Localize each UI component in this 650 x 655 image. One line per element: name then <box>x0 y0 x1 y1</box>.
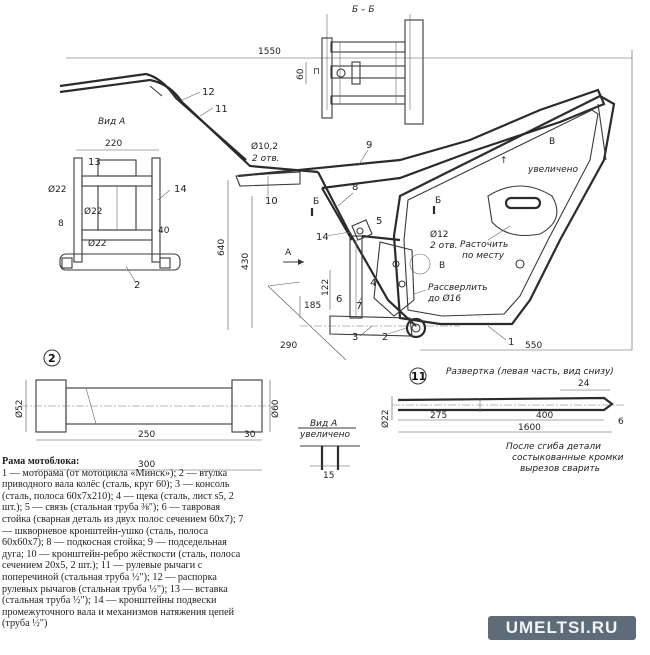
detail-b-title: В <box>549 137 555 147</box>
dim-275: 275 <box>430 411 447 421</box>
detail-b-mark: В <box>439 261 445 271</box>
dim-430: 430 <box>241 253 251 270</box>
dim-d22-dev: Ø22 <box>380 409 391 428</box>
note-rassverlit-2: до Ø16 <box>427 293 461 304</box>
section-mark-b-right: Б <box>435 196 441 206</box>
callout-10: 10 <box>265 196 278 207</box>
callout-1: 1 <box>508 337 514 348</box>
dim-185: 185 <box>304 301 321 311</box>
razvertka-title: Развертка (левая часть, вид снизу) <box>446 367 614 377</box>
note-2-holes-a: 2 отв. <box>252 154 280 164</box>
dim-d22-a: Ø22 <box>48 184 67 195</box>
callout-8: 8 <box>352 182 358 193</box>
callout-9: 9 <box>366 140 372 151</box>
view-a: Вид А 220 13 Ø22 8 Ø22 Ø22 14 40 2 <box>48 117 187 291</box>
dim-24: 24 <box>578 379 590 389</box>
view-a-enlarged-sub: увеличено <box>299 430 351 440</box>
watermark-logo: UMELTSI.RU <box>488 616 636 640</box>
dim-15: 15 <box>323 471 334 481</box>
callout-5: 5 <box>376 216 382 227</box>
note-rassverlit-1: Рассверлить <box>428 283 488 293</box>
callout-13: 13 <box>88 157 101 168</box>
callout-11: 11 <box>215 104 228 115</box>
callout-8-view-a: 8 <box>58 219 64 229</box>
dim-290: 290 <box>280 341 297 351</box>
dim-d60: Ø60 <box>270 399 281 418</box>
detail-b-sub: увеличено <box>527 165 579 175</box>
note-2-holes-b: 2 отв. <box>430 241 458 251</box>
main-frame: 12 11 9 10 Ø10,2 2 отв. 8 1 6 <box>59 72 632 361</box>
detail-11-development: 11 Развертка (левая часть, вид снизу) 24… <box>380 367 624 474</box>
view-a-enlarged: Вид А увеличено 15 <box>298 419 360 481</box>
detail-b-arrow: ↑ <box>500 156 508 166</box>
dim-40: 40 <box>158 226 170 236</box>
callout-12: 12 <box>202 87 215 98</box>
dim-d22-c: Ø22 <box>88 238 107 249</box>
dim-220: 220 <box>105 139 122 149</box>
detail-11-number: 11 <box>411 370 426 383</box>
callout-4: 4 <box>370 278 376 289</box>
note-rastochit-2: по месту <box>462 251 505 261</box>
dim-60-section: 60 <box>296 68 306 80</box>
dim-550: 550 <box>525 341 542 351</box>
caption-body: 1 — моторама (от мотоцикла «Минск»); 2 —… <box>2 467 244 630</box>
dim-d10-2: Ø10,2 <box>251 141 278 152</box>
callout-3: 3 <box>352 332 358 343</box>
view-a-title: Вид А <box>98 117 125 127</box>
dim-1600: 1600 <box>518 423 541 433</box>
arrow-a-label: А <box>285 248 292 258</box>
detail-2-number: 2 <box>48 352 56 365</box>
note-rastochit-1: Расточить <box>460 240 508 250</box>
detail-2-sleeve: 2 Ø52 Ø60 250 30 300 <box>14 349 281 471</box>
note-posle-1: После сгиба детали <box>506 442 601 452</box>
callout-2-main: 2 <box>382 332 388 343</box>
callout-6: 6 <box>336 294 342 305</box>
view-a-enlarged-title: Вид А <box>310 419 337 429</box>
dim-1550: 1550 <box>66 47 633 350</box>
dim-300: 300 <box>138 460 155 470</box>
section-mark-b-left: Б <box>313 197 319 207</box>
callout-14-view-a: 14 <box>174 184 187 195</box>
caption-heading: Рама мотоблока: <box>2 456 80 467</box>
figure-caption: Рама мотоблока: 1 — моторама (от мотоцик… <box>2 456 246 630</box>
dim-30: 30 <box>244 430 256 440</box>
dim-122: 122 <box>321 279 331 296</box>
dim-d22-b: Ø22 <box>84 206 103 217</box>
dim-1550-label: 1550 <box>258 47 281 57</box>
callout-7: 7 <box>356 301 362 312</box>
dim-d12: Ø12 <box>430 229 449 240</box>
dim-640: 640 <box>217 239 227 256</box>
callout-2-view-a: 2 <box>134 280 140 291</box>
note-posle-3: вырезов сварить <box>520 464 600 474</box>
dim-6: 6 <box>618 417 624 427</box>
dim-d52: Ø52 <box>14 399 25 418</box>
dim-400: 400 <box>536 411 553 421</box>
section-bb-view: Б – Б 60 ⊓ <box>296 5 424 125</box>
dim-marker: ⊓ <box>313 67 320 77</box>
callout-14-main: 14 <box>316 232 329 243</box>
dim-250: 250 <box>138 430 155 440</box>
section-bb-title: Б – Б <box>352 5 375 15</box>
note-posle-2: состыкованные кромки <box>512 453 624 463</box>
